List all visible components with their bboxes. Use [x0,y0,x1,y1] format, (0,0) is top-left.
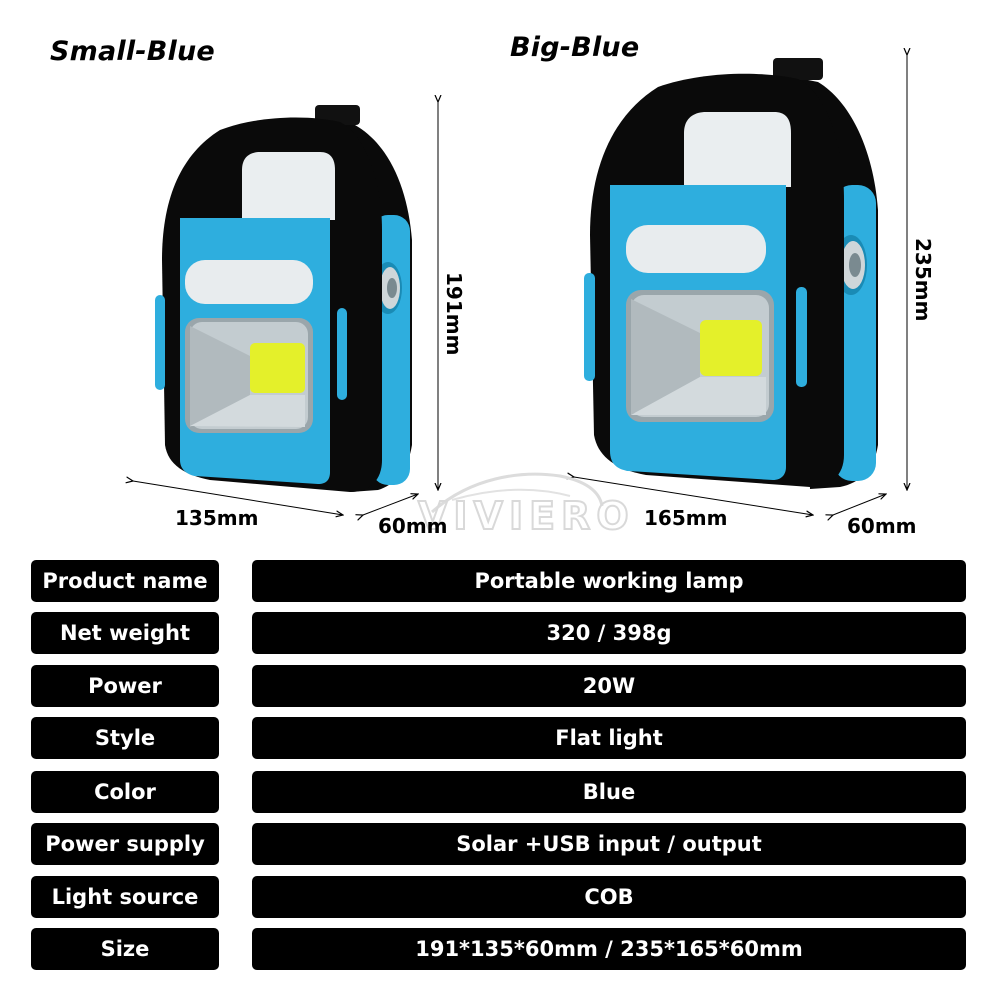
small-depth-label: 60mm [378,514,448,538]
spec-value: 191*135*60mm / 235*165*60mm [252,928,966,970]
big-height-label: 235mm [911,238,935,322]
small-height-label: 191mm [442,272,466,356]
spec-label: Product name [31,560,219,602]
spec-row-color: Color Blue [31,771,966,813]
spec-value: Solar +USB input / output [252,823,966,865]
spec-label: Size [31,928,219,970]
spec-label: Net weight [31,612,219,654]
small-lamp-image [155,105,412,492]
dimension-arrows [0,0,1000,560]
spec-row-net-weight: Net weight 320 / 398g [31,612,966,654]
spec-label: Style [31,717,219,759]
spec-row-size: Size 191*135*60mm / 235*165*60mm [31,928,966,970]
spec-label: Power supply [31,823,219,865]
watermark: VIVIERO [417,493,635,539]
spec-value: Blue [252,771,966,813]
spec-value: 320 / 398g [252,612,966,654]
spec-row-light-source: Light source COB [31,876,966,918]
spec-label: Power [31,665,219,707]
spec-row-power-supply: Power supply Solar +USB input / output [31,823,966,865]
spec-value: COB [252,876,966,918]
spec-value: Portable working lamp [252,560,966,602]
variant-title-small: Small-Blue [50,36,215,67]
big-lamp-image [584,58,878,489]
big-width-label: 165mm [644,506,728,530]
big-depth-label: 60mm [847,514,917,538]
spec-label: Light source [31,876,219,918]
spec-row-power: Power 20W [31,665,966,707]
spec-label: Color [31,771,219,813]
variant-title-big: Big-Blue [510,32,640,63]
spec-value: 20W [252,665,966,707]
small-width-label: 135mm [175,506,259,530]
spec-row-style: Style Flat light [31,717,966,759]
spec-value: Flat light [252,717,966,759]
spec-row-product-name: Product name Portable working lamp [31,560,966,602]
